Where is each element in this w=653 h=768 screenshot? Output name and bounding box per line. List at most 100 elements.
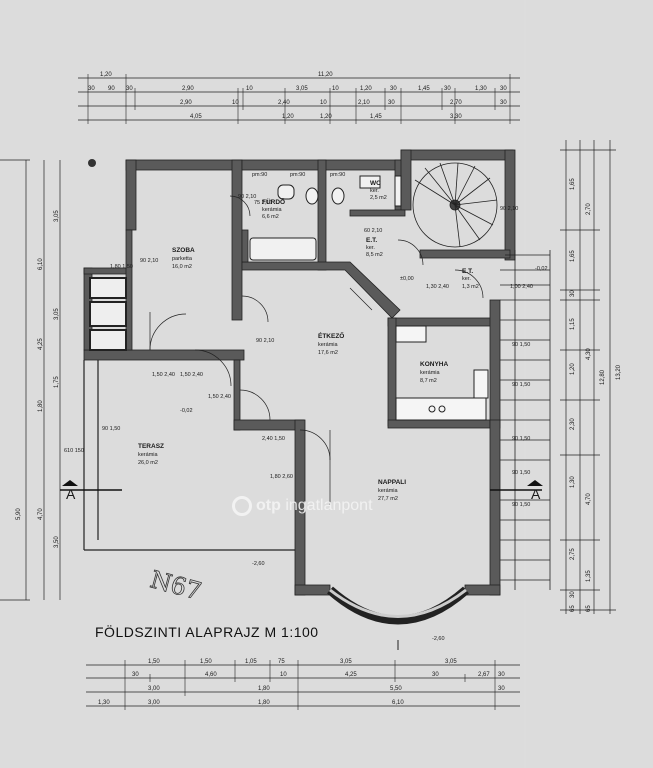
level-markers: -0,02 ±0,00 -0,02 -2,60 -2,60 [180, 266, 548, 642]
dim-label: 3,05 [340, 659, 352, 665]
dim-label: 2,67 [478, 672, 490, 678]
toilet [331, 187, 345, 205]
kitchen-counter [395, 325, 489, 421]
svg-text:NAPPALI: NAPPALI [378, 479, 406, 486]
dim-label: 1,45 [418, 86, 430, 92]
dim-label: 2,40 [278, 100, 290, 106]
svg-text:ker.: ker. [370, 188, 379, 194]
dim-label: 1,80 [38, 400, 44, 412]
svg-text:-2,60: -2,60 [432, 636, 445, 642]
dim-label: 30 [126, 86, 133, 92]
bottom-dimension-labels: 1,50 1,50 1,05 75 3,05 3,05 30 4,60 10 4… [98, 659, 505, 706]
dim-label: 90 [108, 86, 115, 92]
svg-text:60 2,10: 60 2,10 [364, 228, 382, 234]
room-label-szoba: SZOBA parketta 16,0 m2 [172, 247, 195, 270]
section-mark-right: A [531, 486, 541, 502]
handwritten-note: N67 [147, 565, 204, 605]
dim-label: 1,20 [282, 114, 294, 120]
room-label-konyha: KONYHA kerámia 8,7 m2 [420, 361, 448, 384]
dim-label: 10 [320, 100, 327, 106]
dim-label: 1,15 [570, 318, 576, 330]
spiral-staircase [412, 162, 498, 248]
dim-label: 10 [332, 86, 339, 92]
dim-label: 30 [444, 86, 451, 92]
svg-text:90 1,50: 90 1,50 [512, 382, 530, 388]
dim-label: 4,25 [38, 338, 44, 350]
svg-text:90 1,50: 90 1,50 [512, 502, 530, 508]
svg-text:±0,00: ±0,00 [400, 276, 414, 282]
svg-text:1,30 2,40: 1,30 2,40 [426, 284, 449, 290]
dim-label: 4,60 [205, 672, 217, 678]
dim-label: 2,70 [450, 100, 462, 106]
dim-label: 1,20 [100, 72, 112, 78]
svg-text:kerámia: kerámia [318, 342, 339, 348]
dim-label: 30 [132, 672, 139, 678]
svg-text:1,80 2,60: 1,80 2,60 [270, 474, 293, 480]
dim-label: 2,70 [586, 203, 592, 215]
dim-label: 3,05 [54, 210, 60, 222]
exterior-stairs [500, 250, 551, 590]
top-dimension-lines [78, 74, 520, 124]
right-dimension-labels: 1,65 2,70 1,65 30 1,15 1,20 4,30 13,20 1… [570, 178, 622, 612]
svg-text:TERASZ: TERASZ [138, 443, 164, 450]
walls [83, 149, 516, 596]
section-mark-left: A [66, 486, 76, 502]
bottom-dimension-lines [86, 660, 520, 710]
dim-label: 4,05 [190, 114, 202, 120]
room-label-furdo: FÜRDŐ kerámia 6,6 m2 [262, 197, 285, 220]
svg-text:6,6 m2: 6,6 m2 [262, 214, 279, 220]
dim-label: 3,30 [450, 114, 462, 120]
dim-label: 30 [500, 100, 507, 106]
dim-label: 30 [498, 686, 505, 692]
dim-label: 11,20 [318, 72, 333, 78]
room-label-nappali: NAPPALI kerámia 27,7 m2 [378, 479, 406, 502]
dim-label: 3,50 [54, 536, 60, 548]
dim-label: 4,25 [345, 672, 357, 678]
svg-text:kerámia: kerámia [420, 370, 441, 376]
svg-text:1,50 2,40: 1,50 2,40 [180, 372, 203, 378]
dim-label: 3,05 [296, 86, 308, 92]
dim-label: 30 [432, 672, 439, 678]
dim-label: 1,50 [200, 659, 212, 665]
svg-text:8,7 m2: 8,7 m2 [420, 378, 437, 384]
svg-text:27,7 m2: 27,7 m2 [378, 496, 398, 502]
opening-annotations: pm:90 pm:90 pm:90 75 2,10 60 2,10 90 2,1… [64, 172, 533, 508]
svg-text:90 1,50: 90 1,50 [102, 426, 120, 432]
svg-text:1,00 2,40: 1,00 2,40 [510, 284, 533, 290]
watermark-brand: otp [256, 497, 281, 515]
left-dimension-lines [0, 159, 61, 601]
dim-label: 5,50 [390, 686, 402, 692]
dim-label: 1,80 [258, 700, 270, 706]
otp-logo-icon [232, 496, 252, 516]
dim-label: 1,80 [258, 686, 270, 692]
door-swings [149, 195, 484, 505]
dim-label: 2,90 [180, 100, 192, 106]
dim-label: 10 [232, 100, 239, 106]
svg-text:WC: WC [370, 180, 381, 187]
room-label-et1: E.T. ker. 8,5 m2 [366, 237, 383, 258]
svg-text:8,5 m2: 8,5 m2 [366, 252, 383, 258]
dim-label: 1,30 [98, 700, 110, 706]
plan-title: FÖLDSZINTI ALAPRAJZ M 1:100 [95, 624, 319, 640]
svg-text:90 1,50: 90 1,50 [512, 342, 530, 348]
svg-text:90 1,50: 90 1,50 [512, 436, 530, 442]
svg-text:1,50 2,40: 1,50 2,40 [208, 394, 231, 400]
dim-label: 10 [246, 86, 253, 92]
dim-label: 5,90 [16, 508, 22, 520]
grid-point-marker [88, 159, 96, 167]
dim-label: 1,20 [360, 86, 372, 92]
svg-text:pm:90: pm:90 [290, 172, 305, 178]
dim-label: 2,30 [570, 418, 576, 430]
dim-label: 10 [280, 672, 287, 678]
dim-label: 4,70 [38, 508, 44, 520]
watermark: otp ingatlanpont [232, 496, 373, 516]
room-label-terasz: TERASZ kerámia 26,0 m2 [138, 443, 164, 466]
svg-text:ker.: ker. [366, 245, 375, 251]
svg-text:E.T.: E.T. [366, 237, 377, 244]
dim-label: 75 [278, 659, 285, 665]
dim-label: 3,00 [148, 700, 160, 706]
right-dimension-lines [560, 140, 616, 614]
svg-text:75 2,10: 75 2,10 [254, 200, 272, 206]
dim-label: 6,10 [38, 258, 44, 270]
svg-text:1,50 2,40: 1,50 2,40 [152, 372, 175, 378]
